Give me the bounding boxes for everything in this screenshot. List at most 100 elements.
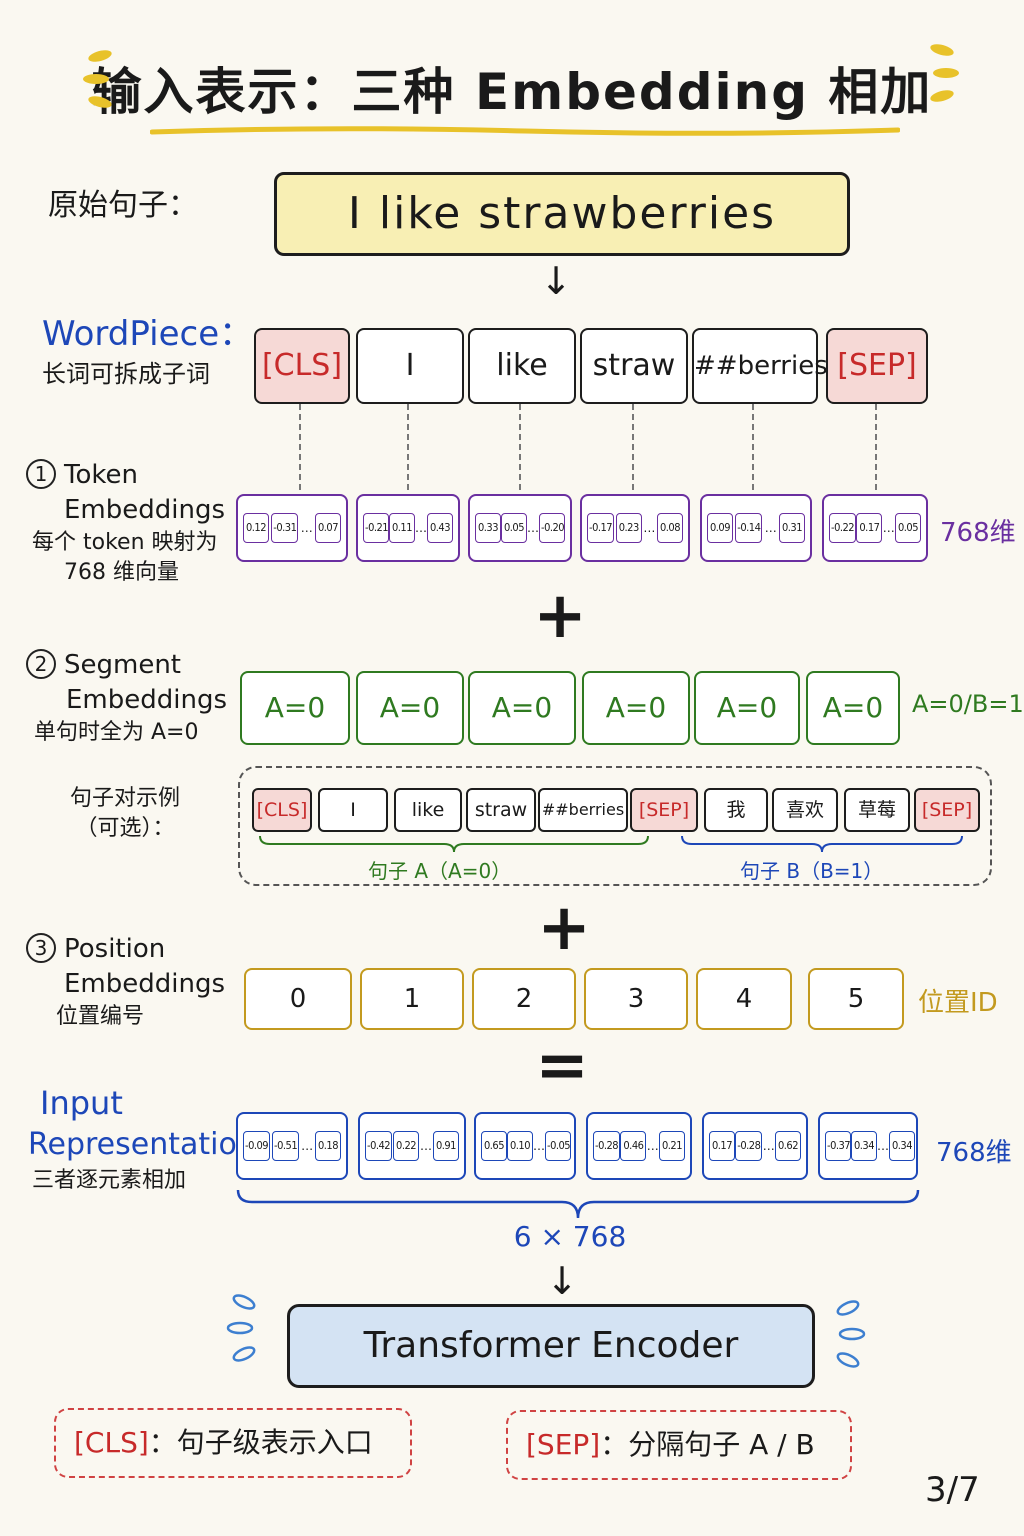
- wordpiece-label: WordPiece：: [42, 314, 254, 354]
- segment-embeddings-title2: Embeddings: [66, 685, 228, 716]
- token-vector: -0.22 0.17 … 0.05: [822, 494, 928, 562]
- segment-embeddings-title1: Segment: [64, 650, 181, 680]
- ellipsis: …: [415, 521, 427, 535]
- vector-cell: -0.22: [829, 513, 857, 543]
- token-embeddings-sub2: 768 维向量: [64, 559, 179, 585]
- original-sentence-label: 原始句子：: [48, 188, 198, 223]
- vector-cell: 0.31: [779, 513, 805, 543]
- input-vector: -0.09 -0.51 … 0.18: [236, 1112, 348, 1180]
- brace-b-label: 句子 B（B=1）: [740, 859, 884, 883]
- segment-cell: A=0: [468, 671, 576, 745]
- position-cell: 2: [472, 968, 576, 1030]
- sep-note-text: ：分隔句子 A / B: [600, 1428, 815, 1461]
- vector-cell: 0.05: [895, 513, 921, 543]
- pair-token-cls: [CLS]: [252, 788, 312, 832]
- shape-brace-icon: [236, 1189, 920, 1219]
- pair-token: ##berries: [538, 788, 628, 832]
- input-vector: -0.28 0.46 … 0.21: [586, 1112, 692, 1180]
- connector-line: [752, 404, 754, 490]
- connector-line: [407, 404, 409, 490]
- pair-example-label: 句子对示例 （可选）：: [70, 784, 180, 843]
- step-number: 3: [26, 933, 56, 963]
- token-vector: -0.21 0.11 … 0.43: [356, 494, 460, 562]
- input-rep-title1: Input: [40, 1084, 123, 1122]
- original-sentence-box: I like strawberries: [274, 172, 850, 256]
- vector-cell: -0.28: [735, 1131, 763, 1161]
- segment-side-label: A=0/B=1: [912, 690, 1024, 718]
- cls-note-text: ：句子级表示入口: [148, 1426, 373, 1459]
- sparkle-icon: [83, 50, 112, 108]
- step-number: 2: [26, 649, 56, 679]
- position-cell: 3: [584, 968, 688, 1030]
- position-embeddings-title1: Position: [64, 934, 166, 964]
- burst-icon: [836, 1300, 866, 1368]
- input-vector: -0.42 0.22 … 0.91: [358, 1112, 466, 1180]
- vector-cell: 0.22: [393, 1131, 420, 1161]
- ellipsis: …: [882, 521, 895, 535]
- vector-cell: 0.91: [432, 1131, 459, 1161]
- vector-cell: 0.08: [656, 513, 683, 543]
- segment-cell: A=0: [694, 671, 800, 745]
- title-underline: [150, 126, 900, 136]
- position-side-label: 位置ID: [918, 988, 998, 1018]
- input-vector: 0.17 -0.28 … 0.62: [702, 1112, 808, 1180]
- transformer-encoder-box: Transformer Encoder: [287, 1304, 815, 1388]
- token-i: I: [356, 328, 464, 404]
- vector-cell: 0.33: [475, 513, 501, 543]
- vector-cell: -0.37: [825, 1131, 851, 1161]
- sentence-pair-box: [238, 766, 992, 886]
- pair-token: 喜欢: [772, 788, 838, 832]
- pair-token: I: [318, 788, 388, 832]
- token-vector: 0.12 -0.31 … 0.07: [236, 494, 348, 562]
- vector-cell: 0.10: [507, 1131, 533, 1161]
- vector-cell: -0.17: [587, 513, 615, 543]
- token-embeddings-title1: Token: [64, 460, 138, 490]
- pair-token: 草莓: [844, 788, 910, 832]
- vector-cell: 0.12: [243, 513, 269, 543]
- vector-cell: -0.14: [735, 513, 763, 543]
- down-arrow-icon: ↓: [540, 259, 572, 303]
- ellipsis: …: [300, 521, 313, 535]
- vector-cell: 0.11: [389, 513, 415, 543]
- connector-line: [299, 404, 301, 490]
- cls-note-tag: [CLS]: [74, 1426, 149, 1459]
- token-sep: [SEP]: [826, 328, 928, 404]
- brace-a-icon: [259, 835, 649, 853]
- vector-cell: 0.34: [851, 1131, 877, 1161]
- position-cell: 5: [808, 968, 904, 1030]
- vector-cell: 0.21: [659, 1131, 685, 1161]
- pair-example-label1: 句子对示例: [70, 786, 181, 811]
- pair-token-sep: [SEP]: [630, 788, 698, 832]
- ellipsis: …: [764, 521, 777, 535]
- vector-cell: -0.09: [243, 1131, 271, 1161]
- segment-cell: A=0: [806, 671, 900, 745]
- brace-b-icon: [681, 835, 963, 853]
- step-number: 1: [26, 459, 56, 489]
- position-cell: 1: [360, 968, 464, 1030]
- input-dim-label: 768维: [936, 1138, 1012, 1168]
- ellipsis: …: [420, 1139, 433, 1153]
- connector-line: [519, 404, 521, 490]
- ellipsis: …: [877, 1139, 889, 1153]
- vector-cell: -0.05: [545, 1131, 571, 1161]
- position-cell: 0: [244, 968, 352, 1030]
- ellipsis: …: [643, 521, 656, 535]
- connector-line: [632, 404, 634, 490]
- ellipsis: …: [646, 1139, 659, 1153]
- segment-cell: A=0: [582, 671, 690, 745]
- vector-cell: 0.65: [481, 1131, 507, 1161]
- connector-line: [875, 404, 877, 490]
- segment-cell: A=0: [240, 671, 350, 745]
- down-arrow-icon: ↓: [546, 1259, 578, 1303]
- brace-a-label: 句子 A（A=0）: [368, 859, 512, 883]
- vector-cell: 0.09: [707, 513, 733, 543]
- page-number: 3/7: [925, 1470, 980, 1510]
- equals-operator: =: [535, 1029, 589, 1103]
- sparkle-icon: [930, 44, 959, 102]
- pair-token: 我: [704, 788, 768, 832]
- pair-example-label2: （可选）：: [75, 815, 175, 841]
- sep-note-tag: [SEP]: [526, 1428, 601, 1461]
